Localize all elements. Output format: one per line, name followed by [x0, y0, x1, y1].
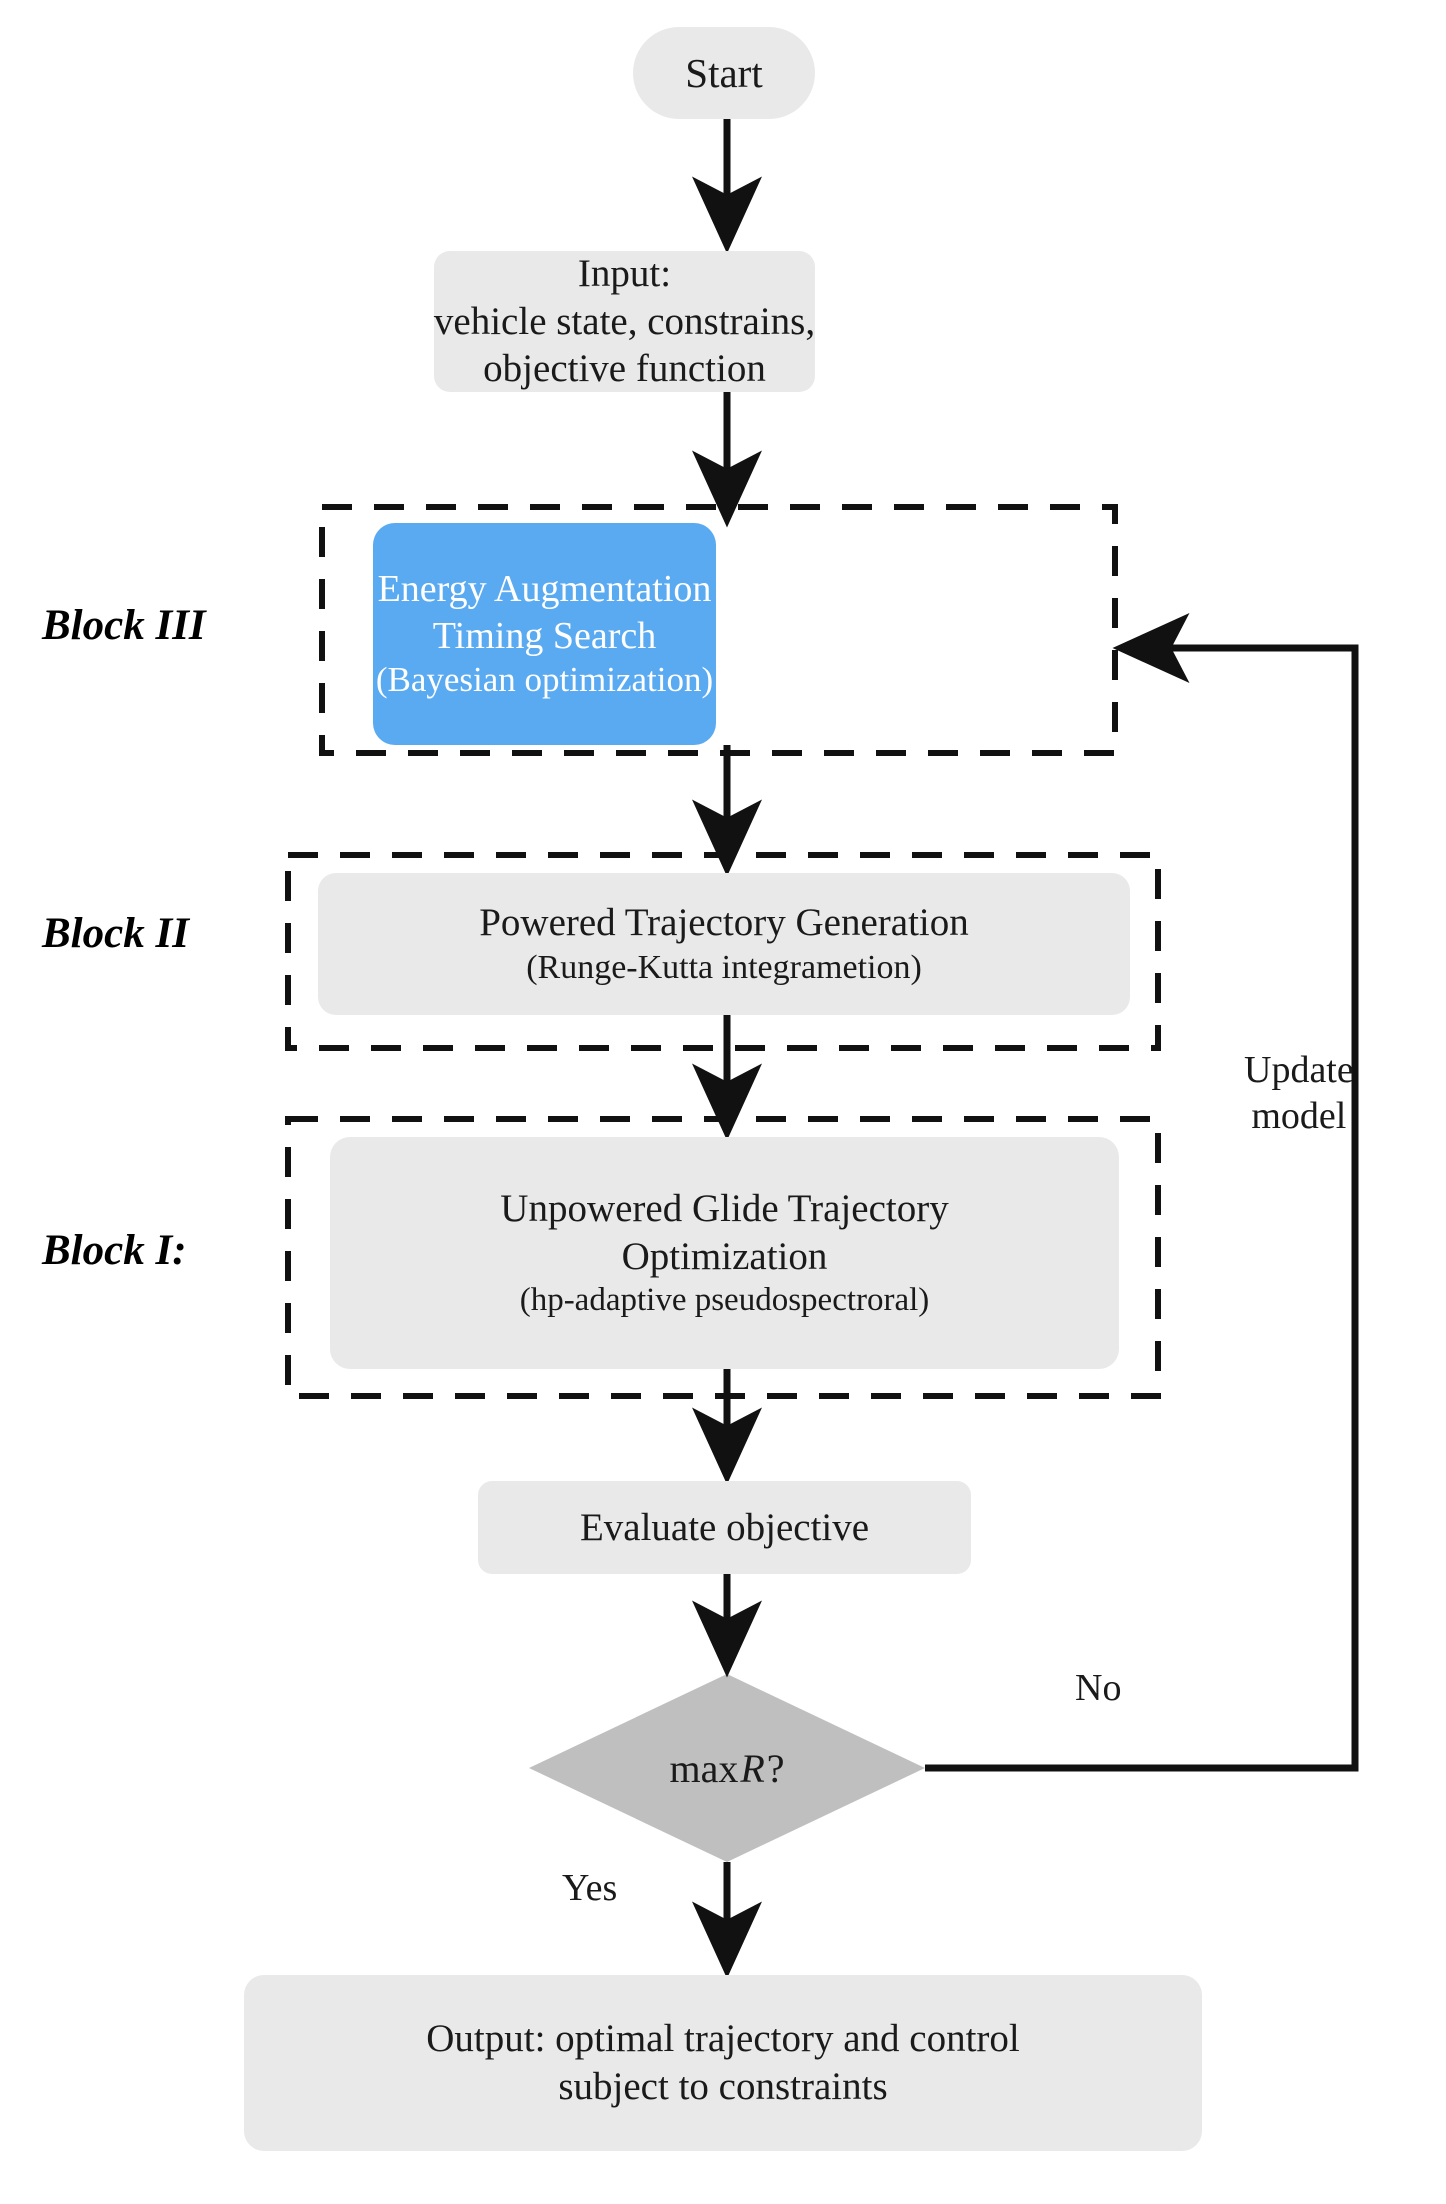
node-output[interactable]: Output: optimal trajectory and control s…: [244, 1975, 1202, 2151]
decision-label-variable: R: [740, 1745, 765, 1791]
edge-label-yes: Yes: [562, 1867, 618, 1909]
node-start-label: Start: [685, 49, 763, 96]
decision-label-suffix: ?: [766, 1745, 785, 1791]
edge-label-update-model: Update model: [1244, 1048, 1354, 1139]
node-output-line1: Output: optimal trajectory and control: [426, 2017, 1020, 2061]
decision-label: max R?: [529, 1674, 925, 1862]
node-powered-line1: Powered Trajectory Generation: [479, 901, 969, 945]
block-label-block-i: Block I:: [42, 1227, 187, 1274]
node-input-line3: objective function: [483, 347, 766, 391]
node-evaluate-label: Evaluate objective: [579, 1505, 870, 1549]
block-label-block-ii: Block II: [42, 910, 189, 957]
node-input-line2: vehicle state, constrains,: [433, 299, 816, 343]
node-powered-trajectory-generation[interactable]: Powered Trajectory Generation (Runge-Kut…: [318, 873, 1130, 1015]
edge-label-no: No: [1075, 1667, 1122, 1709]
node-start[interactable]: Start: [633, 27, 815, 119]
node-unpowered-line3: (hp-adaptive pseudospectroral): [519, 1282, 930, 1319]
node-energy-line3: (Bayesian optimization): [375, 660, 714, 700]
node-energy-augmentation-timing-search[interactable]: Energy Augmentation Timing Search (Bayes…: [373, 523, 716, 745]
edge-label-update-line2: model: [1251, 1094, 1347, 1137]
decision-label-prefix: max: [669, 1745, 739, 1791]
node-energy-line1: Energy Augmentation: [377, 568, 712, 611]
node-decision-max-r[interactable]: max R?: [529, 1674, 925, 1862]
node-output-line2: subject to constraints: [558, 2065, 888, 2108]
node-unpowered-glide-trajectory-optimization[interactable]: Unpowered Glide Trajectory Optimization …: [330, 1137, 1119, 1369]
node-unpowered-line2: Optimization: [621, 1234, 828, 1278]
node-powered-line2: (Runge-Kutta integrametion): [526, 949, 922, 987]
node-input-line1: Input:: [577, 252, 672, 296]
block-label-block-iii: Block III: [42, 602, 206, 649]
node-energy-line2: Timing Search: [432, 614, 657, 657]
edge-label-update-line1: Update: [1244, 1049, 1354, 1091]
node-evaluate-objective[interactable]: Evaluate objective: [478, 1481, 971, 1574]
node-input[interactable]: Input: vehicle state, constrains, object…: [434, 251, 815, 392]
node-unpowered-line1: Unpowered Glide Trajectory: [500, 1187, 949, 1231]
